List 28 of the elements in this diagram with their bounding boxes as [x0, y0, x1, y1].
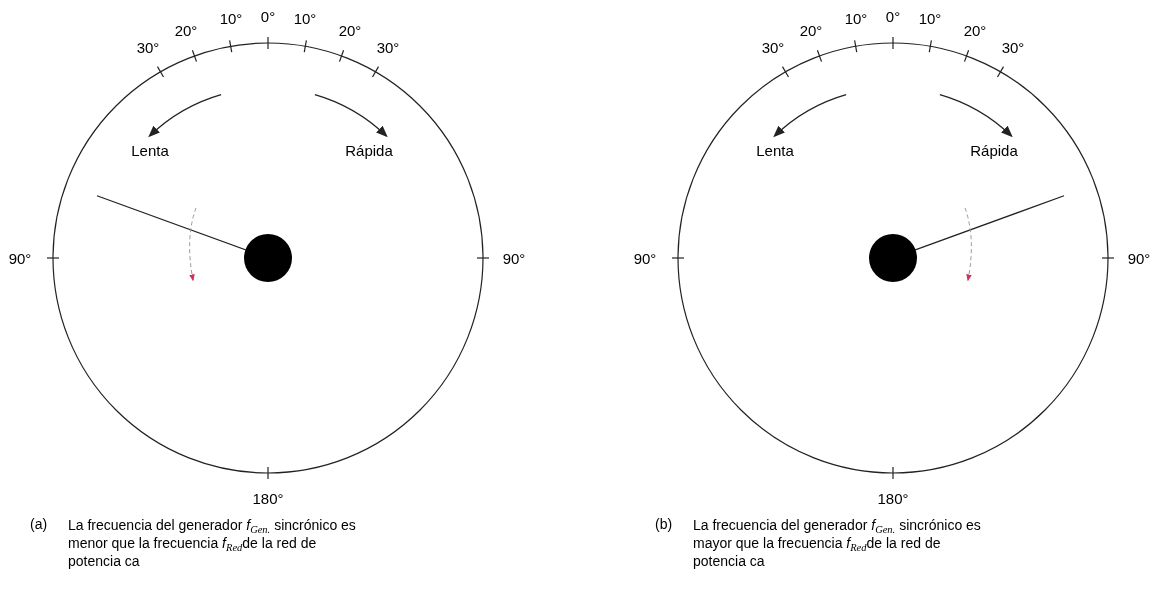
degree-label: 20° [338, 22, 362, 38]
degree-label: 0° [260, 8, 276, 24]
degree-label: 30° [376, 39, 400, 55]
direction-label: Lenta [756, 142, 794, 158]
direction-label: Rápida [345, 142, 393, 158]
degree-label: 30° [1001, 39, 1025, 55]
caption: La frecuencia del generador f$_{Gen.}$ sincrónico es mayor que la frecuencia f$_{Red}$de la red de potencia ca [693, 516, 982, 570]
degree-label: 180° [252, 490, 284, 506]
degree-label: 30° [761, 39, 785, 55]
degree-label: 180° [877, 490, 909, 506]
direction-label: Lenta [131, 142, 169, 158]
degree-label: 90° [633, 250, 657, 266]
degree-label: 20° [963, 22, 987, 38]
degree-label: 90° [502, 250, 526, 266]
degree-label: 20° [799, 22, 823, 38]
degree-label: 0° [885, 8, 901, 24]
degree-label: 10° [844, 10, 868, 26]
degree-label: 10° [918, 10, 942, 26]
degree-label: 10° [293, 10, 317, 26]
caption: La frecuencia del generador f$_{Gen.}$ sincrónico es menor que la frecuencia f$_{Red}$de la red de potencia ca [68, 516, 357, 570]
direction-label: Rápida [970, 142, 1018, 158]
degree-label: 90° [8, 250, 32, 266]
panel-letter: (a) [30, 516, 48, 534]
degree-label: 10° [219, 10, 243, 26]
panel-letter: (b) [655, 516, 673, 534]
degree-label: 30° [136, 39, 160, 55]
degree-label: 90° [1127, 250, 1151, 266]
degree-label: 20° [174, 22, 198, 38]
